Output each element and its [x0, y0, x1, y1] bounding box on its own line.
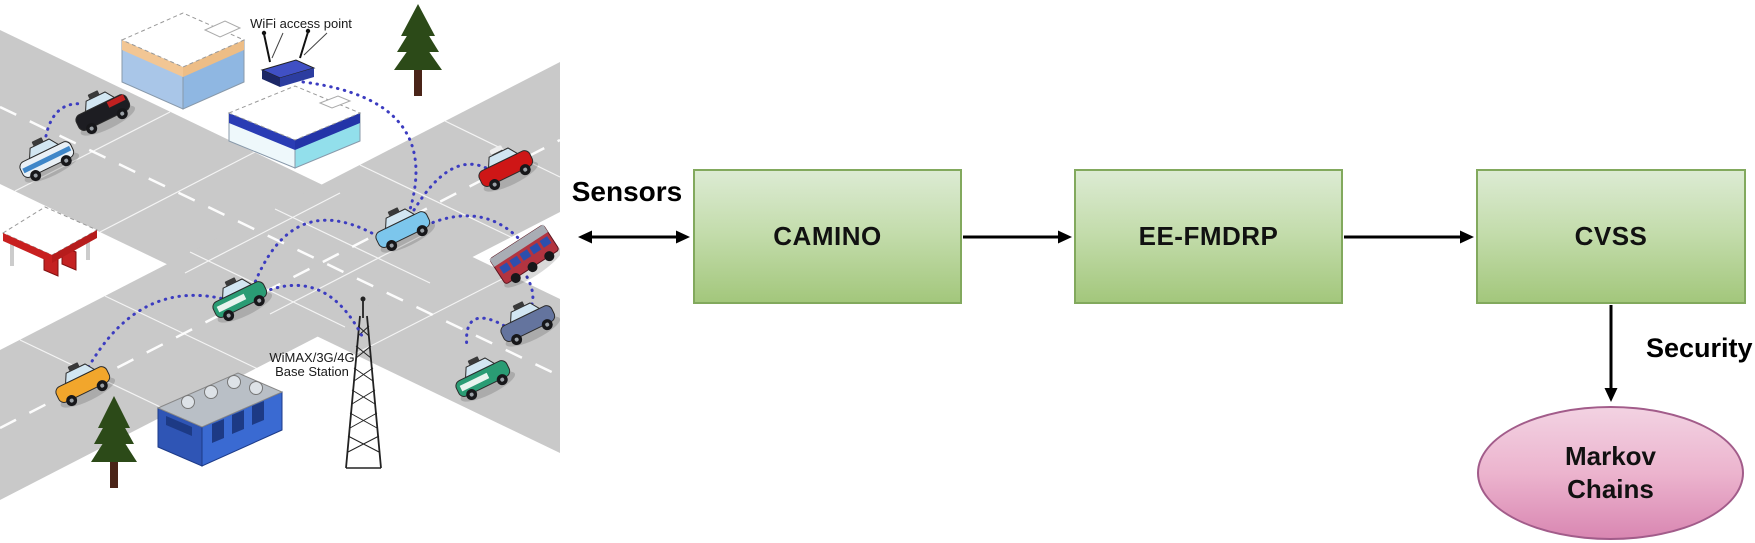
pine-tree-icon — [394, 4, 442, 96]
police-car-icon — [10, 125, 83, 189]
node-camino-label: CAMINO — [773, 221, 882, 251]
wireless-link — [412, 162, 492, 212]
sports-car-icon — [66, 78, 139, 142]
security-label: Security — [1646, 333, 1753, 363]
node-cvss-label: CVSS — [1574, 221, 1648, 251]
base-station-label-line2: Base Station — [275, 364, 349, 379]
sensors-label: Sensors — [571, 176, 683, 207]
wifi-access-point-label: WiFi access point — [250, 16, 352, 59]
base-station-label-line1: WiMAX/3G/4G — [269, 350, 354, 365]
red-car-icon — [469, 134, 542, 198]
pine-tree-icon — [91, 396, 137, 488]
node-markov-chains-label-line1: Markov — [1564, 441, 1657, 471]
arrow-sensors-camino — [578, 230, 690, 244]
police-car-icon — [446, 344, 519, 408]
office-building-icon — [120, 12, 246, 110]
police-car-icon — [203, 265, 276, 329]
gas-station-icon — [1, 206, 99, 277]
cellular-base-station-tower-icon — [345, 296, 382, 469]
wireless-link — [301, 80, 418, 218]
node-ee-fmdrp-label: EE-FMDRP — [1138, 221, 1279, 251]
arrow-eefmdrp-cvss — [1344, 230, 1474, 244]
wireless-link — [86, 293, 230, 370]
arrow-cvss-markov — [1604, 305, 1618, 402]
node-markov-chains-label-line2: Chains — [1567, 474, 1654, 504]
wireless-link — [418, 214, 524, 244]
node-cvss: CVSS — [1476, 169, 1746, 304]
label-pointer-lines — [271, 32, 328, 59]
office-building-icon — [227, 85, 362, 169]
wifi-access-point-label-text: WiFi access point — [250, 16, 352, 31]
wifi-access-point-icon — [260, 28, 316, 87]
warehouse-building-icon — [156, 372, 284, 467]
node-camino: CAMINO — [693, 169, 962, 304]
wireless-link — [250, 218, 386, 292]
wireless-link — [262, 283, 364, 338]
base-station-label: WiMAX/3G/4G Base Station — [269, 350, 354, 379]
arrow-camino-eefmdrp — [963, 230, 1072, 244]
city-bus-icon — [489, 224, 560, 288]
node-markov-chains: Markov Chains — [1477, 406, 1744, 540]
node-ee-fmdrp: EE-FMDRP — [1074, 169, 1343, 304]
vanet-scene: WiFi access point — [0, 4, 560, 500]
